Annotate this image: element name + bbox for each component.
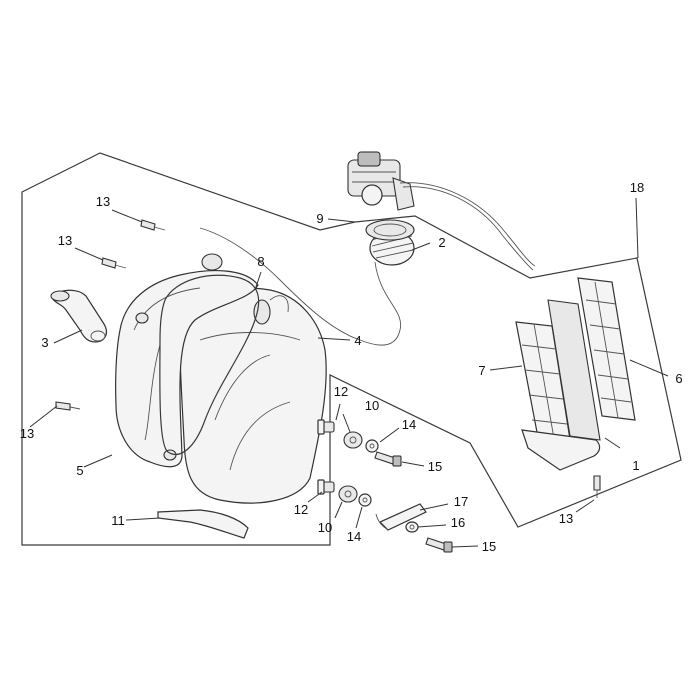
callout-10-lower: 10 <box>318 520 332 535</box>
callout-13-top: 13 <box>96 194 110 209</box>
callout-18: 18 <box>630 180 644 195</box>
assembly-boundary-outline <box>21 152 682 546</box>
bolt-15-lower <box>425 537 453 553</box>
base-gasket <box>157 509 249 539</box>
callout-16: 16 <box>451 515 465 530</box>
filter-cage-rear <box>577 277 636 421</box>
screw-13-mid <box>101 257 127 269</box>
callout-15-lower: 15 <box>482 539 496 554</box>
washer-16 <box>405 521 419 533</box>
callout-12-upper: 12 <box>334 384 348 399</box>
callout-1: 1 <box>632 458 639 473</box>
callout-10-upper: 10 <box>365 398 379 413</box>
callout-4: 4 <box>354 333 361 348</box>
callout-15-upper: 15 <box>428 459 442 474</box>
callout-14-upper: 14 <box>402 417 416 432</box>
grommet-10-lower <box>338 485 358 503</box>
callout-3: 3 <box>41 335 48 350</box>
air-filter-box-cover <box>178 287 327 504</box>
callout-13-mid: 13 <box>58 233 72 248</box>
elbow-pipe <box>50 289 108 343</box>
washer-14-lower <box>358 493 372 507</box>
carburetor <box>347 151 415 211</box>
callout-8: 8 <box>257 254 264 269</box>
callout-13-right: 13 <box>559 511 573 526</box>
bushing-12-lower <box>317 479 335 495</box>
callout-5: 5 <box>76 463 83 478</box>
air-filter-box-body <box>115 253 259 468</box>
bracket-17 <box>375 503 427 531</box>
callout-13-left: 13 <box>20 426 34 441</box>
callout-2: 2 <box>438 235 445 250</box>
callout-7: 7 <box>478 363 485 378</box>
callout-12-lower: 12 <box>294 502 308 517</box>
callout-9: 9 <box>316 211 323 226</box>
callout-6: 6 <box>675 371 682 386</box>
cover-gasket <box>159 274 260 455</box>
callout-11: 11 <box>111 513 125 528</box>
washer-14-upper <box>365 439 379 453</box>
screw-13-left <box>55 401 81 411</box>
callout-17: 17 <box>454 494 468 509</box>
screw-13-top <box>140 219 166 231</box>
bushing-12-upper <box>317 419 335 435</box>
screw-13-right <box>593 475 601 498</box>
leader-lines <box>29 197 669 548</box>
grommet-10-upper <box>343 431 363 449</box>
callout-14-lower: 14 <box>347 529 361 544</box>
bolt-15-upper <box>374 451 402 467</box>
intake-manifold <box>365 219 415 266</box>
filter-base <box>521 429 601 471</box>
throttle-cable <box>399 182 536 267</box>
connecting-hose <box>199 227 402 346</box>
throttle-cable-inner <box>402 186 534 271</box>
